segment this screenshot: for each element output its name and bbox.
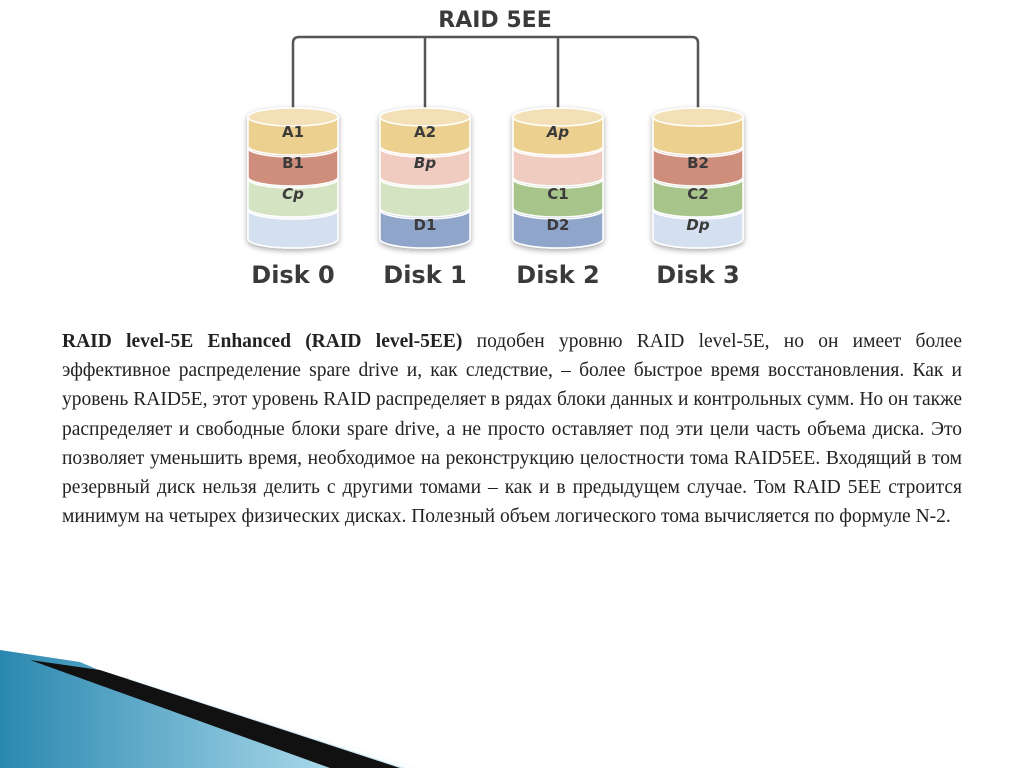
connector-lines — [288, 35, 703, 116]
segment-label: Cp — [282, 185, 304, 203]
disk-label: Disk 3 — [656, 261, 739, 289]
bottom-decoration — [0, 650, 420, 768]
segment-label: D2 — [547, 216, 570, 234]
disk-segment — [512, 178, 604, 218]
disk-segment — [379, 116, 471, 156]
disk-segment — [247, 147, 339, 187]
disk-label: Disk 0 — [251, 261, 334, 289]
disk-segment-top — [247, 107, 339, 127]
description-bold-lead: RAID level-5E Enhanced (RAID level-5EE) — [62, 331, 463, 352]
disk-segment — [652, 178, 744, 218]
segment-label: Dp — [686, 216, 709, 234]
disk-segment — [512, 209, 604, 249]
disk-segment — [247, 116, 339, 156]
disk-segment — [652, 147, 744, 187]
description-paragraph: RAID level-5E Enhanced (RAID level-5EE) … — [62, 327, 962, 531]
segment-label: Ap — [546, 123, 570, 141]
bus-line — [291, 35, 700, 115]
segment-label: A2 — [414, 123, 436, 141]
segment-label: B1 — [282, 154, 304, 172]
disk-segment — [512, 116, 604, 156]
disk-segment-top — [379, 107, 471, 127]
decor-white-accent — [120, 676, 420, 768]
segment-label: B2 — [687, 154, 709, 172]
disk-segment — [652, 116, 744, 156]
disk-stack: Dp C2 B2 — [652, 107, 744, 249]
disk-segment — [379, 209, 471, 249]
disk-label: Disk 1 — [383, 261, 466, 289]
disk-segment — [247, 209, 339, 249]
decor-blue-band — [0, 650, 330, 768]
disk-segment — [379, 178, 471, 218]
disk-stack: D2 C1 Ap — [512, 107, 604, 249]
segment-label: D1 — [414, 216, 437, 234]
decor-black-stripe — [30, 660, 400, 768]
segment-label: Bp — [414, 154, 436, 172]
segment-label: C1 — [547, 185, 568, 203]
description-body: подобен уровню RAID level-5E, но он имее… — [62, 331, 962, 528]
disk-segment — [247, 178, 339, 218]
disk-segment — [652, 209, 744, 249]
disk-stack: Cp B1 A1 — [247, 107, 339, 249]
disk-segment-top — [652, 107, 744, 127]
segment-label: A1 — [282, 123, 304, 141]
disk-label: Disk 2 — [516, 261, 599, 289]
disk-segment — [379, 147, 471, 187]
segment-label: C2 — [687, 185, 708, 203]
diagram-title: RAID 5EE — [438, 8, 551, 33]
disk-stack: D1 Bp A2 — [379, 107, 471, 249]
disk-segment — [512, 147, 604, 187]
disk-segment-top — [512, 107, 604, 127]
